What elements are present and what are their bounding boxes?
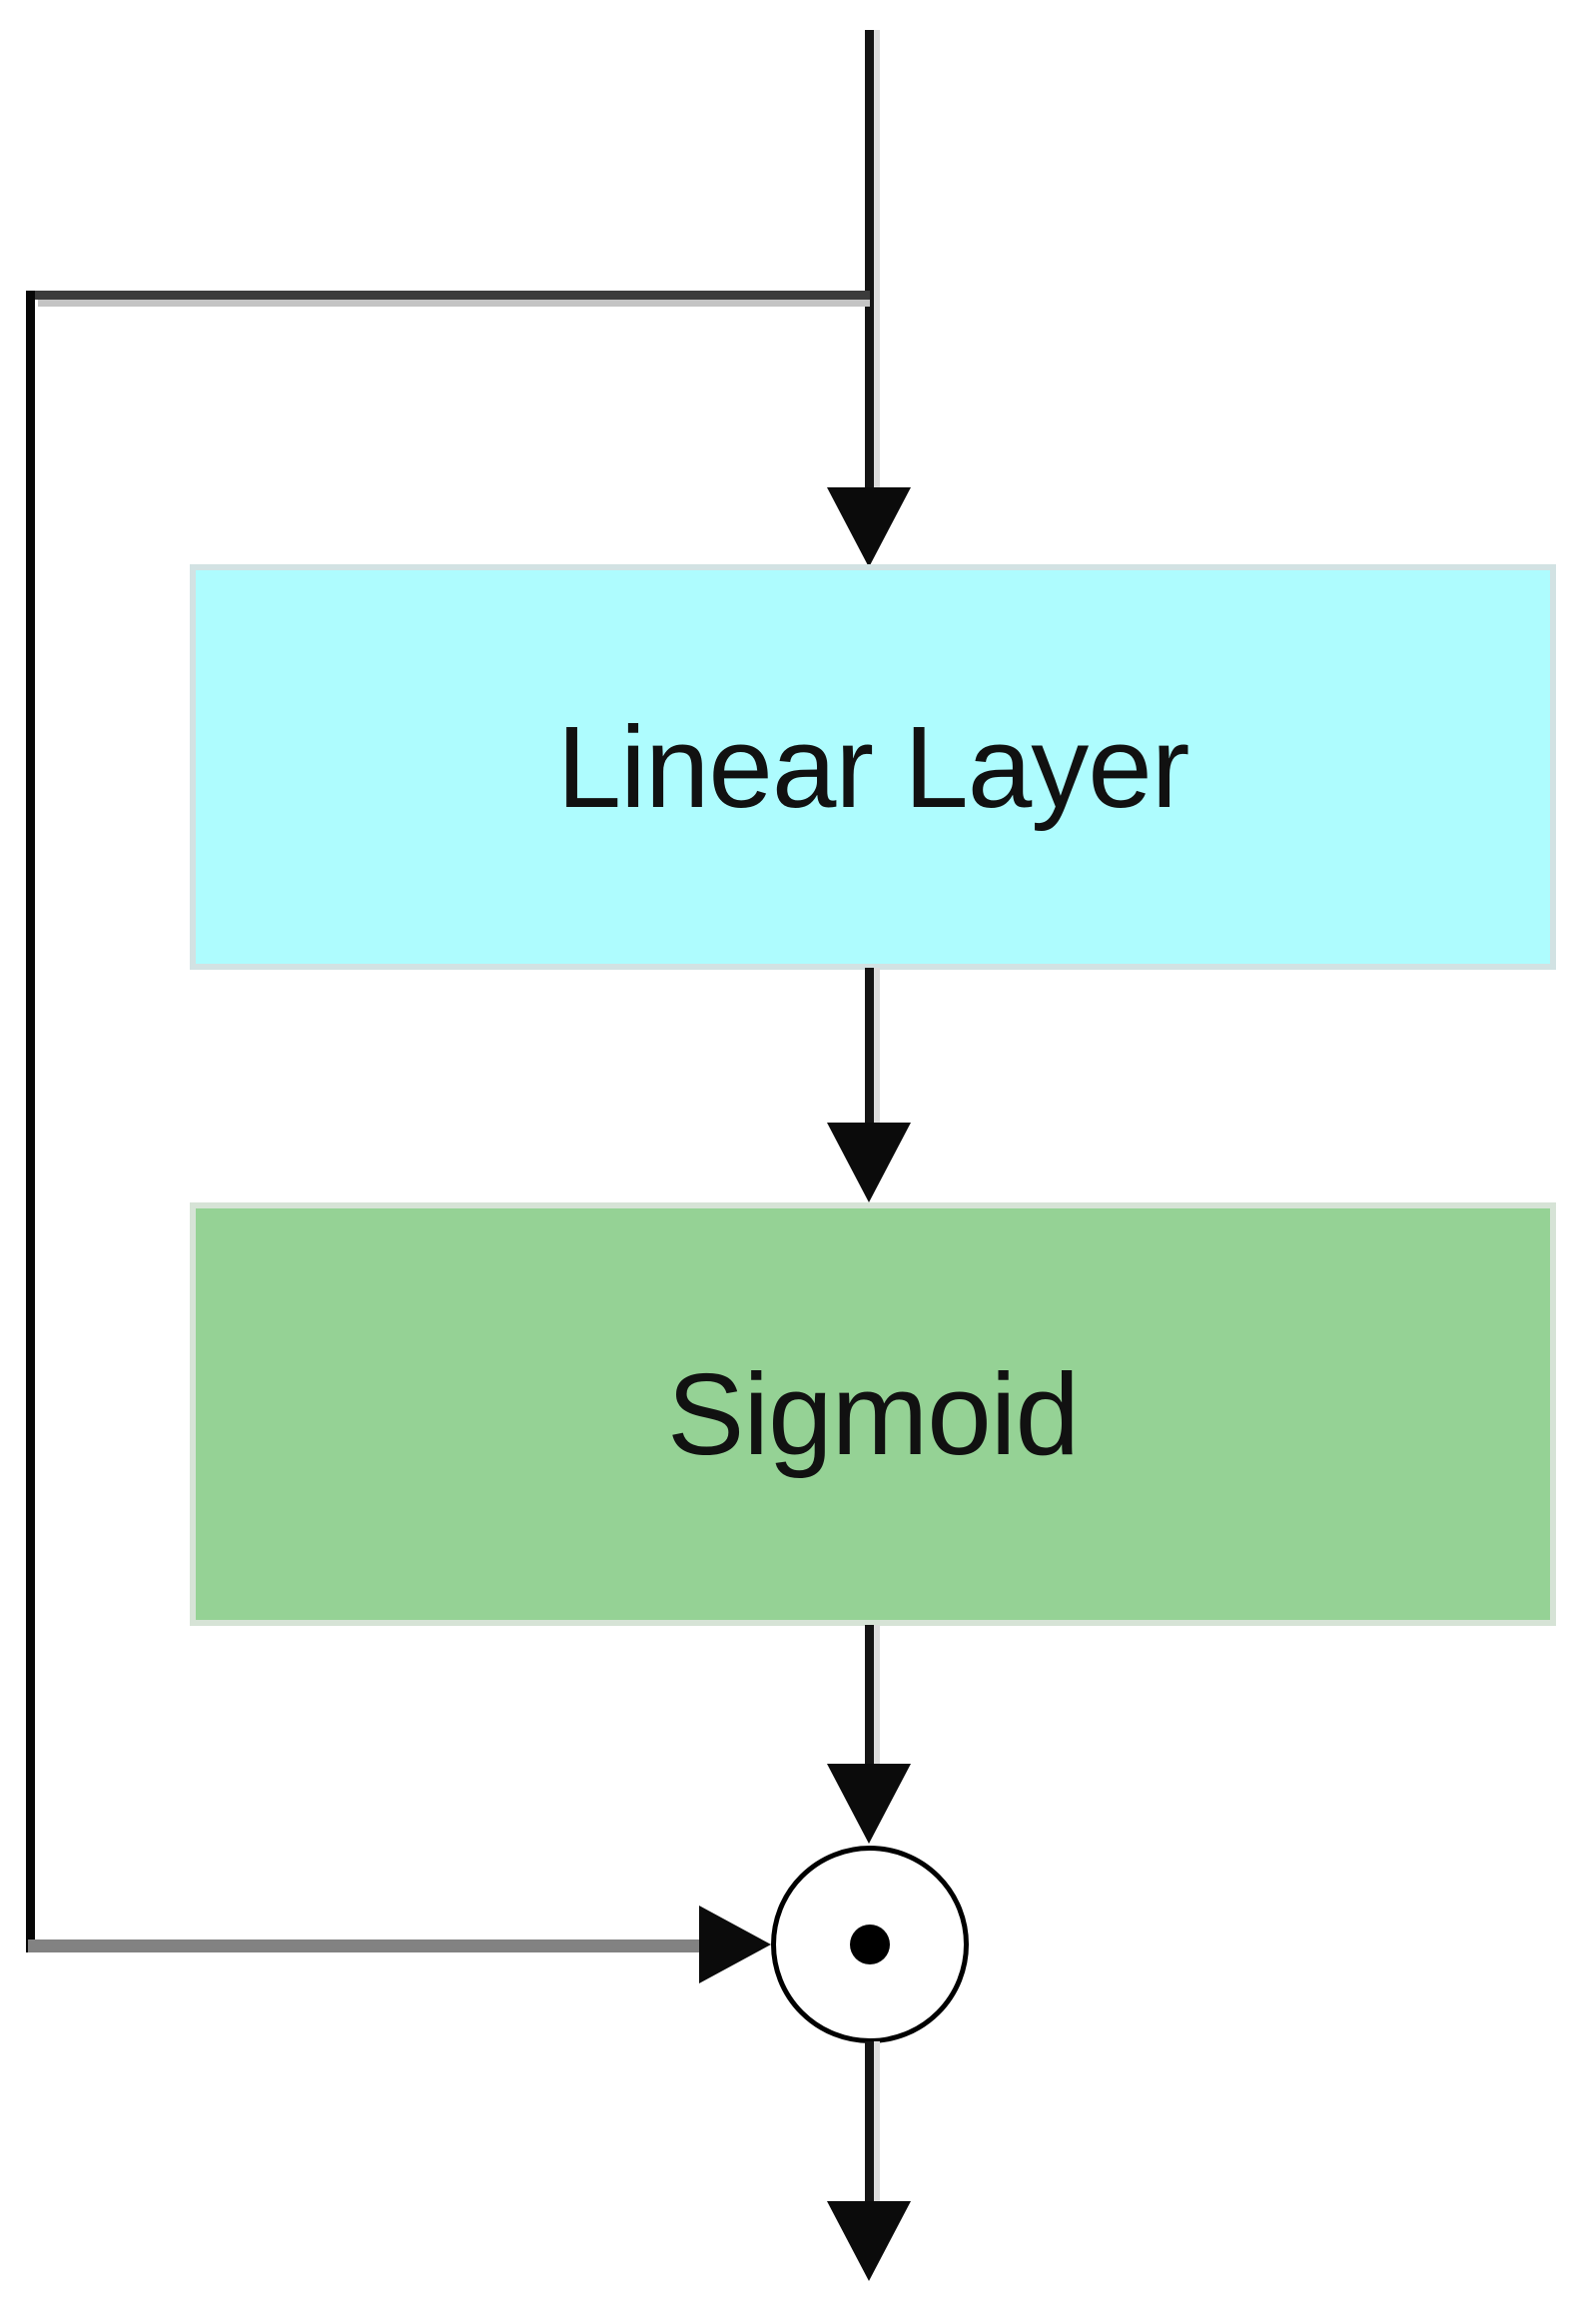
skip-branch-left-line xyxy=(26,291,35,1952)
skip-branch-top-line-shadow xyxy=(38,300,870,307)
linear-layer-box: Linear Layer xyxy=(190,564,1556,970)
skip-branch-top-line xyxy=(28,291,870,300)
skip-branch-bottom-line xyxy=(28,1939,701,1952)
arrow-right-icon xyxy=(699,1906,771,1983)
arrow-down-icon xyxy=(827,487,911,567)
arrow-down-icon xyxy=(827,2201,911,2281)
input-line xyxy=(865,30,880,487)
sigmoid-to-product-line xyxy=(865,1625,880,1765)
arrow-down-icon xyxy=(827,1123,911,1202)
circled-dot-icon xyxy=(850,1925,890,1964)
sigmoid-label: Sigmoid xyxy=(666,1349,1080,1479)
sigmoid-box: Sigmoid xyxy=(190,1202,1556,1626)
linear-layer-label: Linear Layer xyxy=(556,702,1190,832)
arrow-down-icon xyxy=(827,1764,911,1844)
linear-to-sigmoid-line xyxy=(865,968,880,1124)
output-line xyxy=(865,2041,880,2203)
elementwise-product-node xyxy=(771,1846,969,2043)
